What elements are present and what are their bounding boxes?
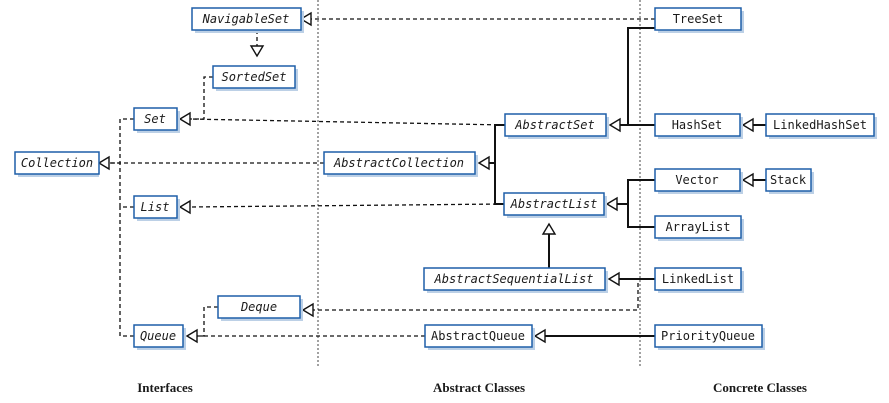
node-hashset-label: HashSet (672, 118, 723, 132)
node-hashset: HashSet (654, 113, 743, 139)
node-deque: Deque (217, 295, 303, 321)
node-linkedhashset-label: LinkedHashSet (773, 118, 867, 132)
arrow-head-abstractlist (605, 196, 618, 212)
edge-arraylist-abstractlist (627, 204, 655, 228)
node-linkedlist: LinkedList (654, 267, 744, 293)
node-arraylist: ArrayList (654, 215, 744, 241)
arrow-head-sortedset (249, 45, 265, 58)
section-label-abstract: Abstract Classes (433, 380, 525, 395)
node-abstractqueue: AbstractQueue (424, 324, 535, 350)
edge-abstractset-abstractcollection (488, 124, 505, 164)
arrow-heads (97, 11, 754, 344)
arrow-head-collection (97, 155, 110, 171)
node-set: Set (133, 107, 180, 133)
node-arraylist-label: ArrayList (665, 220, 730, 234)
node-set-label: Set (144, 112, 166, 126)
arrow-head-abstractlist-up (541, 222, 557, 235)
node-queue: Queue (133, 324, 186, 350)
arrow-head-abstractsequentiallist (607, 271, 620, 287)
edge-set-collection (108, 118, 134, 164)
node-treeset: TreeSet (654, 7, 744, 33)
arrow-head-navigableset (299, 11, 312, 27)
arrow-head-hashset (741, 117, 754, 133)
arrow-head-queue (185, 328, 198, 344)
node-list-label: List (141, 200, 170, 214)
node-abstractsequentiallist: AbstractSequentialList (423, 267, 608, 293)
node-collection-label: Collection (21, 156, 93, 170)
node-abstractsequentiallist-label: AbstractSequentialList (434, 272, 594, 286)
node-stack-label: Stack (770, 173, 807, 187)
node-abstractlist-label: AbstractList (510, 197, 598, 211)
node-sortedset-label: SortedSet (221, 70, 286, 84)
edge-vector-abstractlist (616, 179, 655, 205)
edge-abstractset-set (188, 118, 506, 126)
node-collection: Collection (14, 151, 100, 177)
node-abstractlist: AbstractList (503, 192, 607, 218)
node-vector-label: Vector (675, 173, 718, 187)
node-abstractset: AbstractSet (504, 113, 609, 139)
connectors (108, 18, 766, 337)
section-label-concrete: Concrete Classes (713, 380, 807, 395)
node-navigableset-label: NavigableSet (202, 12, 290, 26)
edge-abstractlist-abstractcollection (494, 163, 504, 205)
node-priorityqueue: PriorityQueue (654, 324, 765, 350)
node-sortedset: SortedSet (212, 65, 298, 91)
edge-list-collection (119, 163, 134, 208)
node-linkedlist-label: LinkedList (662, 272, 734, 286)
section-label-interfaces: Interfaces (137, 380, 193, 395)
node-linkedhashset: LinkedHashSet (765, 113, 877, 139)
edge-queue-collection (119, 207, 134, 337)
arrow-head-abstractcollection (477, 155, 490, 171)
node-priorityqueue-label: PriorityQueue (661, 329, 755, 343)
arrow-head-abstractqueue (533, 328, 546, 344)
arrow-head-deque (301, 302, 314, 318)
node-list: List (133, 195, 180, 221)
node-stack: Stack (765, 168, 814, 194)
node-abstractset-label: AbstractSet (514, 118, 594, 132)
arrow-head-vector (741, 172, 754, 188)
edge-deque-queue (196, 306, 218, 337)
arrow-head-set (178, 111, 191, 127)
edge-sortedset-set (189, 76, 213, 120)
node-treeset-label: TreeSet (673, 12, 724, 26)
edge-abstractlist-list (188, 203, 505, 208)
node-abstractcollection: AbstractCollection (323, 151, 478, 177)
arrow-head-list (178, 199, 191, 215)
node-abstractqueue-label: AbstractQueue (431, 329, 525, 343)
node-vector: Vector (654, 168, 743, 194)
node-navigableset: NavigableSet (191, 7, 304, 33)
arrow-head-abstractset (608, 117, 621, 133)
node-deque-label: Deque (240, 300, 277, 314)
node-queue-label: Queue (140, 329, 176, 343)
node-abstractcollection-label: AbstractCollection (333, 156, 464, 170)
edge-treeset-abstractset (620, 27, 655, 126)
